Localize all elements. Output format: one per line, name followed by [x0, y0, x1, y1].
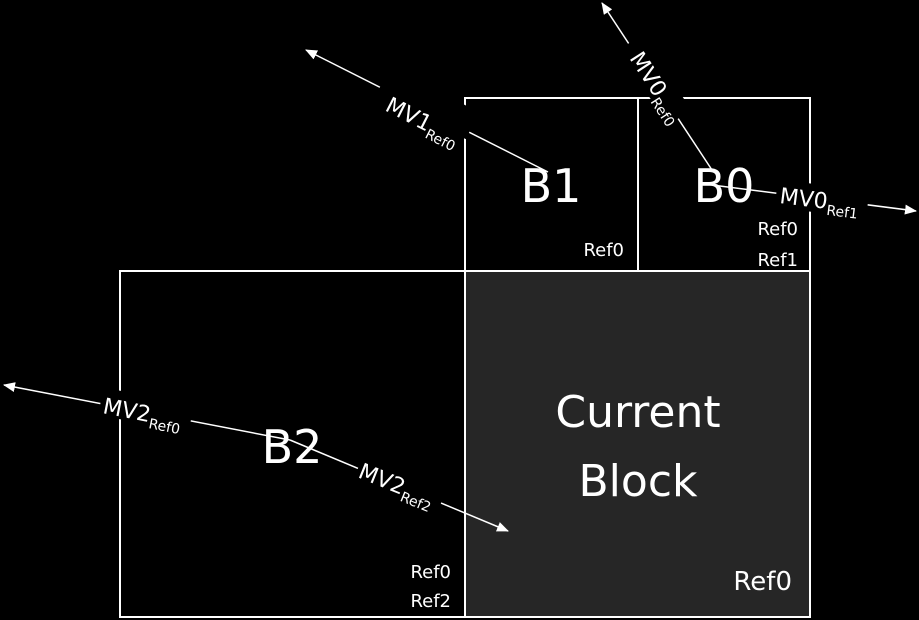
b2-ref0-label: Ref0: [410, 562, 451, 583]
mv2-ref2-label-bg: [354, 452, 448, 512]
mv2-ref0-label-bg: [98, 387, 194, 433]
mv0-ref0-label-bg: [618, 34, 692, 126]
b1-ref0-label: Ref0: [583, 240, 624, 261]
b0-ref1-label: Ref1: [757, 250, 798, 271]
b0-label: B0: [694, 159, 755, 213]
current-block-label-line1: Current: [555, 387, 720, 438]
b2-label: B2: [262, 420, 323, 474]
b1-label: B1: [521, 159, 582, 213]
mv0-ref1-label: MV0Ref1: [778, 184, 861, 222]
mv0-ref1-label-bg: [774, 179, 870, 219]
b0-ref0-label: Ref0: [757, 219, 798, 240]
current-ref0-label: Ref0: [733, 567, 792, 597]
current-block: [464, 270, 811, 618]
current-block-label-line2: Block: [578, 456, 698, 507]
mv1-label-bg: [376, 66, 480, 140]
b2-block: [119, 270, 466, 618]
b2-ref2-label: Ref2: [410, 591, 451, 612]
